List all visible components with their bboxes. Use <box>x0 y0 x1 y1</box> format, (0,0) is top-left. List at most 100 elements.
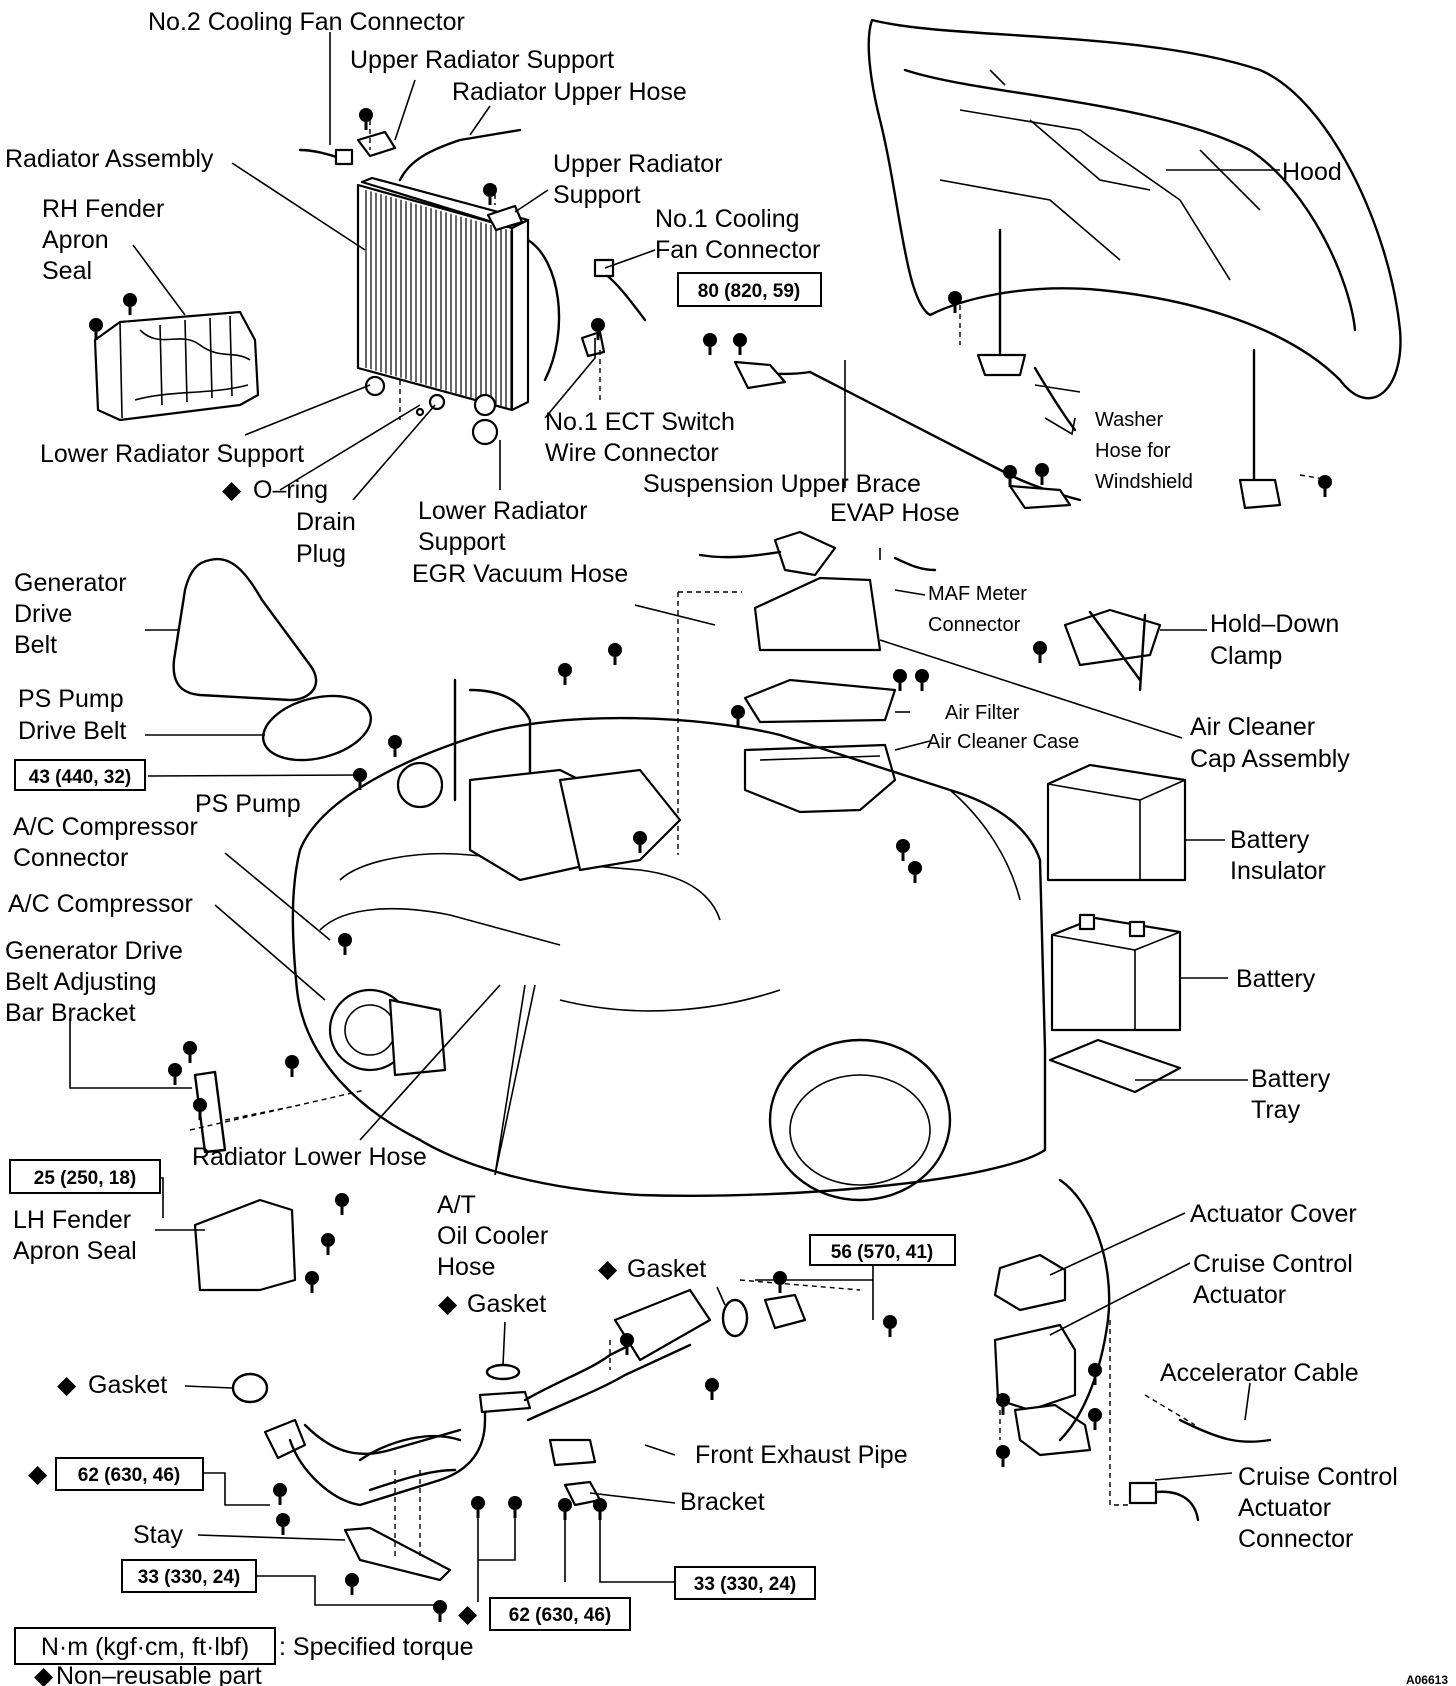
engine-bay-illustration <box>189 678 682 1292</box>
radiator-illustration <box>356 128 561 446</box>
label-cruise-conn-l1: Cruise Control <box>1238 1463 1398 1491</box>
nonreusable-mark-gasket-2: ◆ <box>438 1290 458 1318</box>
label-battery-tray-l2: Tray <box>1251 1096 1301 1124</box>
hood-illustration <box>867 18 1402 510</box>
bolt-icon <box>1003 465 1017 479</box>
label-cruise-actuator-l1: Cruise Control <box>1193 1250 1353 1278</box>
label-bracket: Bracket <box>680 1488 765 1516</box>
bolt-icon <box>345 1573 359 1587</box>
bolt-icon <box>1033 641 1047 655</box>
bolt-icon <box>193 1098 207 1112</box>
fastener-icons <box>89 108 1332 1622</box>
nonreusable-mark-torque-62: ◆ <box>28 1460 48 1488</box>
bolt-icon <box>433 1600 447 1614</box>
legend-non-reusable: Non–reusable part <box>56 1662 262 1686</box>
car-body-illustration <box>291 716 1047 1202</box>
label-ps-pump: PS Pump <box>195 790 301 818</box>
bolt-icon <box>89 318 103 332</box>
label-lh-fender-l2: Apron Seal <box>13 1237 137 1265</box>
label-egr-vacuum-hose: EGR Vacuum Hose <box>412 560 628 588</box>
torque-25: 25 (250, 18) <box>34 1168 136 1189</box>
label-ac-comp-conn-l2: Connector <box>13 844 128 872</box>
label-at-l1: A/T <box>437 1191 476 1219</box>
label-accelerator-cable: Accelerator Cable <box>1160 1359 1359 1387</box>
bolt-icon <box>183 1041 197 1055</box>
label-cruise-conn-l3: Connector <box>1238 1525 1353 1553</box>
bolt-icon <box>620 1333 634 1347</box>
bolt-icon <box>731 705 745 719</box>
label-air-cleaner-cap-l1: Air Cleaner <box>1190 713 1315 741</box>
label-gen-bracket-l3: Bar Bracket <box>5 999 136 1027</box>
exhaust-illustration <box>231 1279 861 1582</box>
part-labels: No.2 Cooling Fan Connector Upper Radiato… <box>5 8 1448 1686</box>
label-washer-l1: Washer <box>1095 409 1164 431</box>
label-lower-radiator-support-2-l2: Support <box>418 528 506 556</box>
bolt-icon <box>305 1271 319 1285</box>
bolt-icon <box>773 1271 787 1285</box>
bolt-icon <box>123 293 137 307</box>
bolt-icon <box>1318 475 1332 489</box>
label-battery-insulator-l2: Insulator <box>1230 857 1326 885</box>
bolt-icon <box>285 1055 299 1069</box>
bolt-icon <box>996 1393 1010 1407</box>
label-gen-drive-belt-l2: Drive <box>14 600 72 628</box>
torque-33-a: 33 (330, 24) <box>138 1567 240 1588</box>
label-battery-tray-l1: Battery <box>1251 1065 1331 1093</box>
battery-tray-illustration <box>1048 1038 1182 1094</box>
torque-33-b: 33 (330, 24) <box>694 1574 796 1595</box>
bolt-icon <box>703 333 717 347</box>
label-drain-l2: Plug <box>296 540 346 568</box>
label-air-cleaner-cap-l2: Cap Assembly <box>1190 745 1350 773</box>
label-gen-bracket-l1: Generator Drive <box>5 937 183 965</box>
bolt-icon <box>908 861 922 875</box>
bolt-icon <box>633 831 647 845</box>
label-lower-radiator-support-2-l1: Lower Radiator <box>418 497 588 525</box>
label-no1-cooling-l1: No.1 Cooling <box>655 205 800 233</box>
generator-drive-belt-illustration <box>172 557 318 702</box>
label-at-l2: Oil Cooler <box>437 1222 548 1250</box>
label-upper-radiator-support-2-l1: Upper Radiator <box>553 150 723 178</box>
label-actuator-cover: Actuator Cover <box>1190 1200 1357 1228</box>
bolt-icon <box>558 663 572 677</box>
label-battery: Battery <box>1236 965 1316 993</box>
bolt-icon <box>915 669 929 683</box>
label-cruise-actuator-l2: Actuator <box>1193 1281 1286 1309</box>
bolt-icon <box>948 291 962 305</box>
bolt-icon <box>1035 463 1049 477</box>
label-ac-comp-conn-l1: A/C Compressor <box>13 813 198 841</box>
nonreusable-mark-oring: ◆ <box>222 476 242 504</box>
label-battery-insulator-l1: Battery <box>1230 826 1310 854</box>
label-hold-down-l2: Clamp <box>1210 642 1282 670</box>
label-stay: Stay <box>133 1521 184 1549</box>
label-gen-bracket-l2: Belt Adjusting <box>5 968 157 996</box>
label-gasket-1: Gasket <box>627 1255 706 1283</box>
torque-boxes: 80 (820, 59) 43 (440, 32) 25 (250, 18) 5… <box>9 272 956 1665</box>
bolt-icon <box>893 669 907 683</box>
label-lh-fender-l1: LH Fender <box>13 1206 131 1234</box>
figure-code: A06613 <box>1406 1673 1448 1686</box>
nonreusable-mark-torque-62b: ◆ <box>458 1600 478 1628</box>
bolt-icon <box>1088 1408 1102 1422</box>
label-suspension-upper-brace: Suspension Upper Brace <box>643 470 921 498</box>
label-air-filter: Air Filter <box>945 702 1020 724</box>
label-lower-radiator-support-1: Lower Radiator Support <box>40 440 304 468</box>
label-upper-radiator-support-1: Upper Radiator Support <box>350 46 614 74</box>
cruise-control-illustration <box>993 1178 1272 1522</box>
label-upper-radiator-support-2-l2: Support <box>553 181 641 209</box>
battery-illustration <box>1050 913 1182 1032</box>
label-gen-drive-belt-l1: Generator <box>14 569 127 597</box>
torque-56: 56 (570, 41) <box>831 1242 933 1263</box>
label-washer-l2: Hose for <box>1095 440 1171 462</box>
label-evap-hose: EVAP Hose <box>830 499 960 527</box>
label-hold-down-l1: Hold–Down <box>1210 610 1339 638</box>
torque-62-a: 62 (630, 46) <box>78 1465 180 1486</box>
nonreusable-mark-gasket-3: ◆ <box>57 1371 77 1399</box>
label-front-exhaust-pipe: Front Exhaust Pipe <box>695 1441 908 1469</box>
label-maf-l1: MAF Meter <box>928 583 1027 605</box>
battery-insulator-illustration <box>1046 763 1187 882</box>
label-no1-ect-l1: No.1 ECT Switch <box>545 408 735 436</box>
bolt-icon <box>335 1193 349 1207</box>
bolt-icon <box>359 108 373 122</box>
bolt-icon <box>591 318 605 332</box>
label-washer-l3: Windshield <box>1095 471 1193 493</box>
